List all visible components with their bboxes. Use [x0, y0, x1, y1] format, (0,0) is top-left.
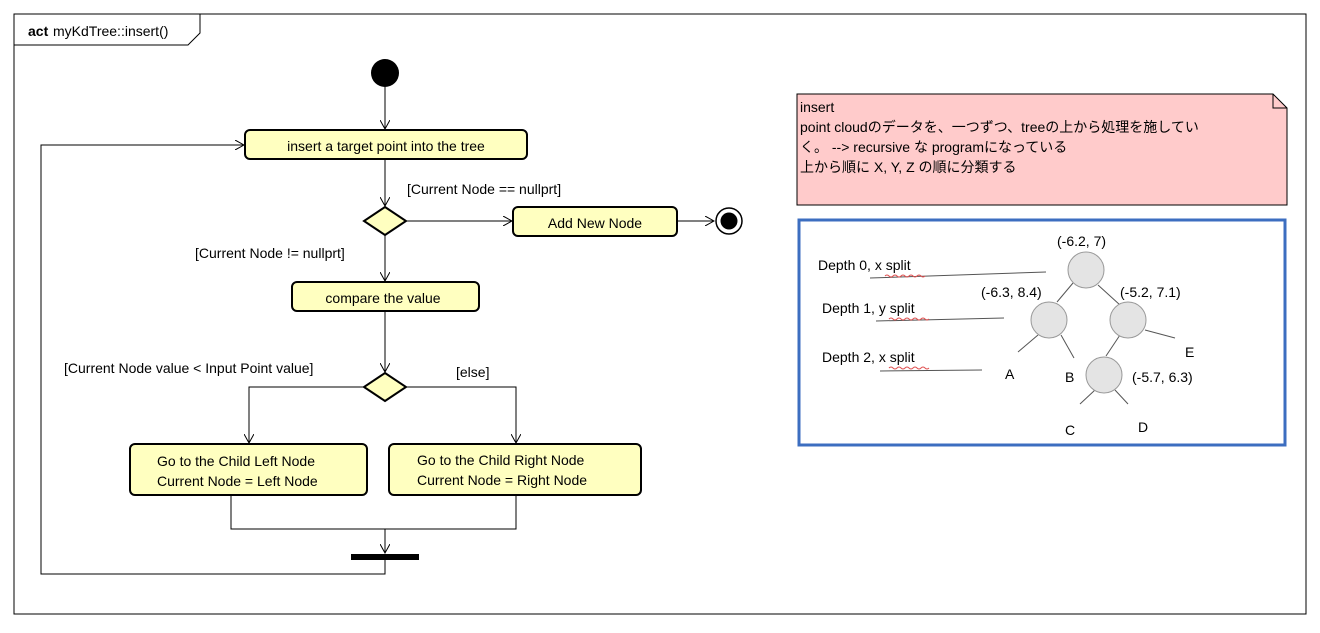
decision-null-check[interactable]: [362, 205, 408, 237]
guard-less: [Current Node value < Input Point value]: [64, 360, 313, 376]
tree-leaf-d: D: [1138, 419, 1148, 435]
final-node-inner: [720, 212, 738, 230]
decision-compare[interactable]: [362, 371, 408, 403]
note-line-3: く。 --> recursive な programになっている: [800, 139, 1068, 155]
tree-node-right-left: [1085, 356, 1123, 394]
flow-right-join: [385, 495, 517, 530]
tree-leaf-c: C: [1065, 422, 1075, 438]
flow-decision-left: [249, 386, 364, 443]
note-text: insert point cloudのデータを、一つずつ、treeの上から処理を…: [800, 97, 1280, 177]
frame-tab: [14, 14, 201, 46]
tree-right-label: (-5.2, 7.1): [1120, 284, 1181, 300]
action-go-right-line1: Go to the Child Right Node: [417, 452, 585, 468]
guard-is-null: [Current Node == nullprt]: [407, 181, 561, 197]
note-line-1: insert: [800, 99, 835, 115]
kd-tree-illustration: [869, 271, 1176, 405]
note-box: [796, 93, 1288, 206]
flow-loop-back: [40, 145, 386, 575]
flow-left-join: [230, 495, 385, 553]
guard-else: [else]: [456, 364, 489, 380]
tree-leaf-b: B: [1065, 369, 1074, 385]
tree-depth0-label: Depth 0, x split: [818, 257, 911, 273]
tree-squiggle-0: [884, 274, 926, 278]
tree-squiggle-2: [888, 366, 930, 370]
flow-decision-right: [406, 386, 516, 443]
note-line-2: point cloudのデータを、一つずつ、treeの上から処理を施してい: [800, 119, 1199, 135]
diagram-frame: [13, 13, 1307, 615]
tree-node-root: [1067, 251, 1105, 289]
tree-node-right: [1109, 301, 1147, 339]
tree-rl-label: (-5.7, 6.3): [1132, 369, 1193, 385]
action-go-left-line1: Go to the Child Left Node: [157, 453, 315, 469]
action-compare-label: compare the value: [325, 290, 440, 306]
frame-title: myKdTree::insert(): [53, 23, 168, 39]
action-add-new-node-label: Add New Node: [548, 215, 642, 231]
action-go-left-line2: Current Node = Left Node: [157, 473, 318, 489]
note-corner: [1272, 94, 1287, 109]
action-go-left[interactable]: [129, 443, 368, 496]
action-insert-label: insert a target point into the tree: [287, 138, 485, 154]
action-go-right-line2: Current Node = Right Node: [417, 472, 587, 488]
guard-not-null: [Current Node != nullprt]: [195, 245, 345, 261]
tree-left-label: (-6.3, 8.4): [981, 284, 1042, 300]
tree-node-left: [1030, 301, 1068, 339]
tree-squiggle-1: [888, 317, 930, 321]
tree-leaf-e: E: [1185, 344, 1194, 360]
frame-keyword: act: [28, 23, 49, 39]
action-insert[interactable]: [244, 129, 528, 160]
action-go-right[interactable]: [388, 443, 642, 496]
tree-depth1-label: Depth 1, y split: [822, 300, 915, 316]
note-line-4: 上から順に X, Y, Z の順に分類する: [800, 159, 1017, 175]
tree-leaf-a: A: [1005, 366, 1015, 382]
join-bar[interactable]: [351, 554, 419, 560]
initial-node[interactable]: [371, 59, 399, 87]
tree-root-label: (-6.2, 7): [1057, 233, 1106, 249]
tree-depth2-label: Depth 2, x split: [822, 349, 915, 365]
